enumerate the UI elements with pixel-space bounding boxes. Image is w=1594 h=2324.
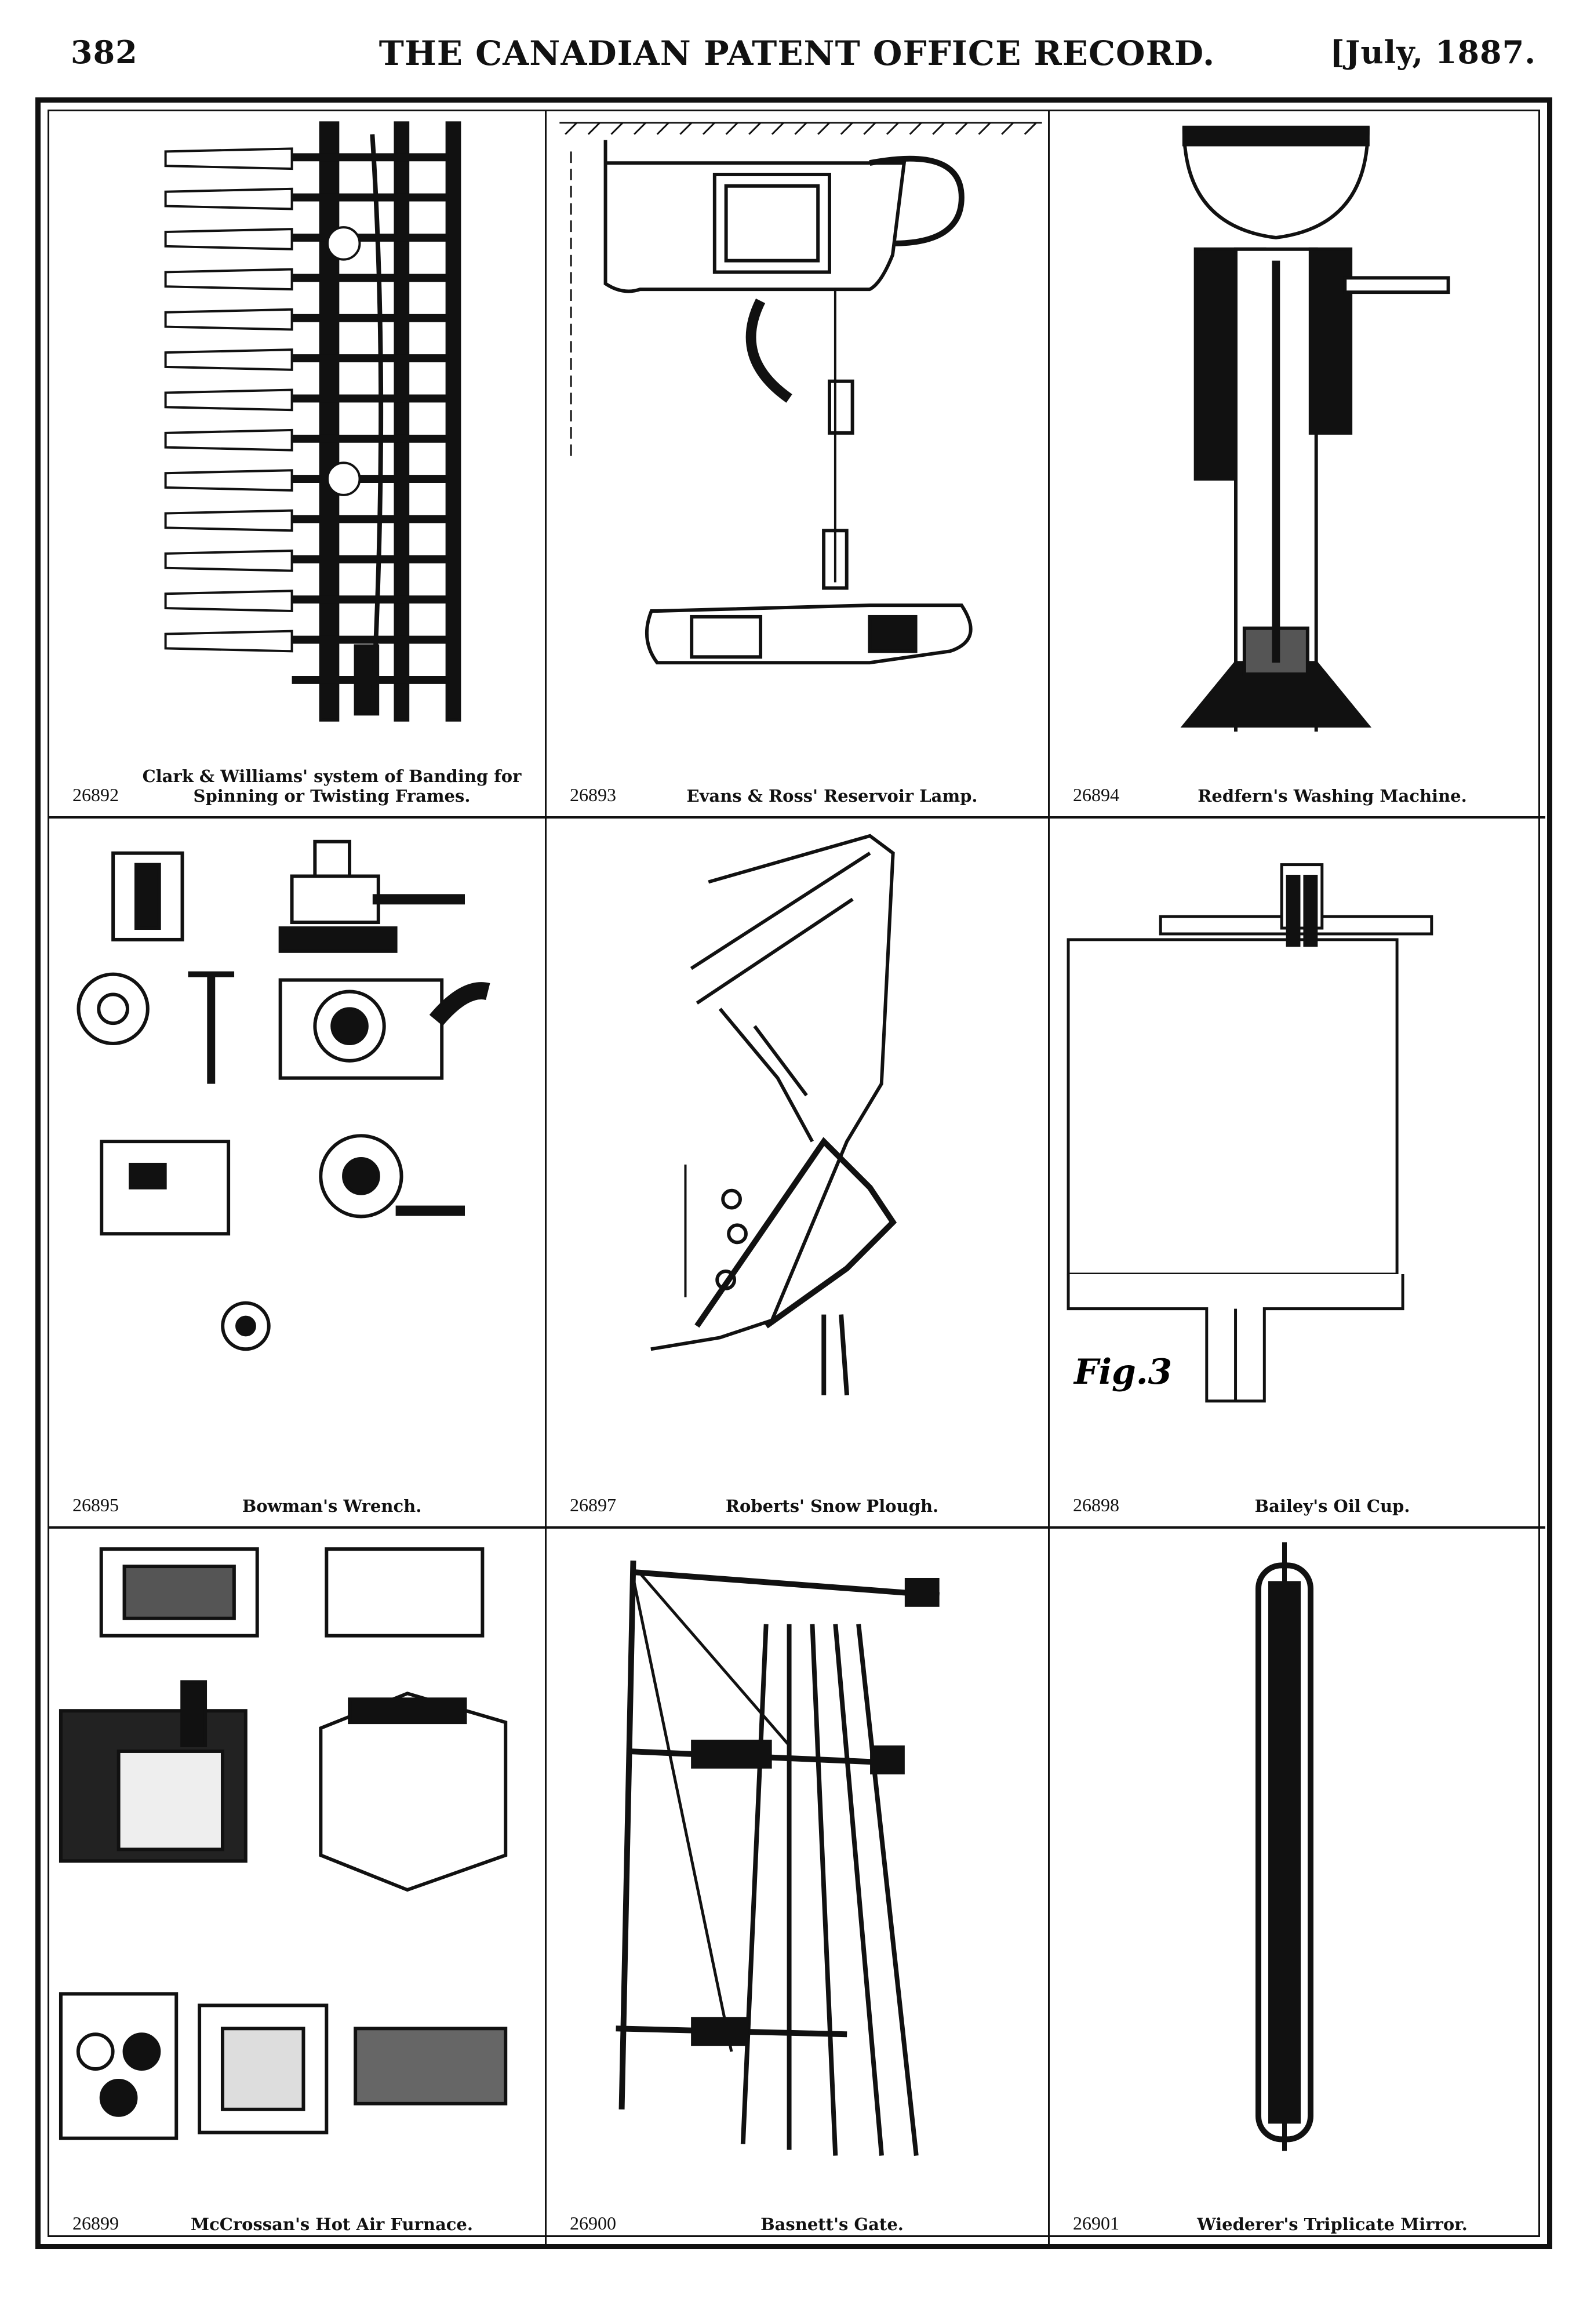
patent-cell-26895: 26895 Bowman's Wrench.: [49, 819, 547, 1529]
patent-caption: 26897 Roberts' Snow Plough.: [547, 1494, 1048, 1516]
patent-caption: 26895 Bowman's Wrench.: [49, 1494, 545, 1516]
gate-drawing: [616, 1560, 940, 2156]
spinning-frame-drawing: [164, 121, 461, 722]
page-number: 382: [71, 34, 138, 71]
patent-cell-26899: 26899 McCrossan's Hot Air Furnace.: [49, 1529, 547, 2245]
patent-title: Roberts' Snow Plough.: [725, 1496, 939, 1516]
patent-caption: 26894 Redfern's Washing Machine.: [1050, 784, 1545, 806]
patent-cell-26898: Fig.3 26898 Bailey's Oil Cup.: [1050, 819, 1545, 1529]
patent-cell-26894: 26894 Redfern's Washing Machine.: [1050, 111, 1545, 819]
patent-cell-26892: 26892 Clark & Williams' system of Bandin…: [49, 111, 547, 819]
patent-cell-26901: 26901 Wiederer's Triplicate Mirror.: [1050, 1529, 1545, 2245]
patent-number: 26897: [570, 1494, 616, 1515]
patent-number: 26900: [570, 2213, 616, 2234]
wrench-drawing: [77, 839, 490, 1351]
patent-caption: 26901 Wiederer's Triplicate Mirror.: [1050, 2213, 1545, 2234]
patent-caption: 26892 Clark & Williams' system of Bandin…: [49, 766, 545, 806]
patent-caption: 26900 Basnett's Gate.: [547, 2213, 1048, 2234]
hot-air-furnace-drawing: [59, 1547, 508, 2140]
patent-caption: 26899 McCrossan's Hot Air Furnace.: [49, 2213, 545, 2234]
washing-machine-drawing: [1180, 125, 1450, 732]
patent-cell-26900: 26900 Basnett's Gate.: [547, 1529, 1050, 2245]
patent-title: Clark & Williams' system of Banding for …: [142, 766, 522, 806]
patent-caption: 26893 Evans & Ross' Reservoir Lamp.: [547, 784, 1048, 806]
patent-title: McCrossan's Hot Air Furnace.: [191, 2214, 473, 2234]
reservoir-lamp-drawing: [559, 122, 1042, 665]
svg-text:Fig.3: Fig.3: [1073, 1352, 1172, 1392]
patent-number: 26894: [1073, 784, 1119, 805]
triplicate-mirror-drawing: [1255, 1542, 1313, 2151]
illustration-grid: 26892 Clark & Williams' system of Bandin…: [48, 110, 1545, 2245]
patent-title: Bowman's Wrench.: [242, 1496, 422, 1516]
patent-title: Bailey's Oil Cup.: [1254, 1496, 1410, 1516]
patent-caption: 26898 Bailey's Oil Cup.: [1050, 1494, 1545, 1516]
patent-title: Wiederer's Triplicate Mirror.: [1197, 2214, 1468, 2234]
patent-title: Evans & Ross' Reservoir Lamp.: [686, 786, 978, 806]
oil-cup-drawing: Fig.3: [1067, 863, 1433, 1403]
patent-number: 26898: [1073, 1494, 1119, 1515]
patent-title: Basnett's Gate.: [760, 2214, 904, 2234]
patent-number: 26899: [72, 2213, 119, 2234]
page-title: THE CANADIAN PATENT OFFICE RECORD.: [379, 34, 1215, 73]
patent-cell-26897: 26897 Roberts' Snow Plough.: [547, 819, 1050, 1529]
illustration-frame: 26892 Clark & Williams' system of Bandin…: [35, 97, 1552, 2249]
snow-plough-drawing: [650, 834, 897, 1396]
patent-number: 26893: [570, 784, 616, 805]
issue-date: [July, 1887.: [1330, 34, 1536, 71]
patent-number: 26892: [72, 784, 119, 805]
patent-cell-26893: 26893 Evans & Ross' Reservoir Lamp.: [547, 111, 1050, 819]
patent-number: 26901: [1073, 2213, 1119, 2234]
patent-title: Redfern's Washing Machine.: [1198, 786, 1467, 806]
patent-number: 26895: [72, 1494, 119, 1515]
